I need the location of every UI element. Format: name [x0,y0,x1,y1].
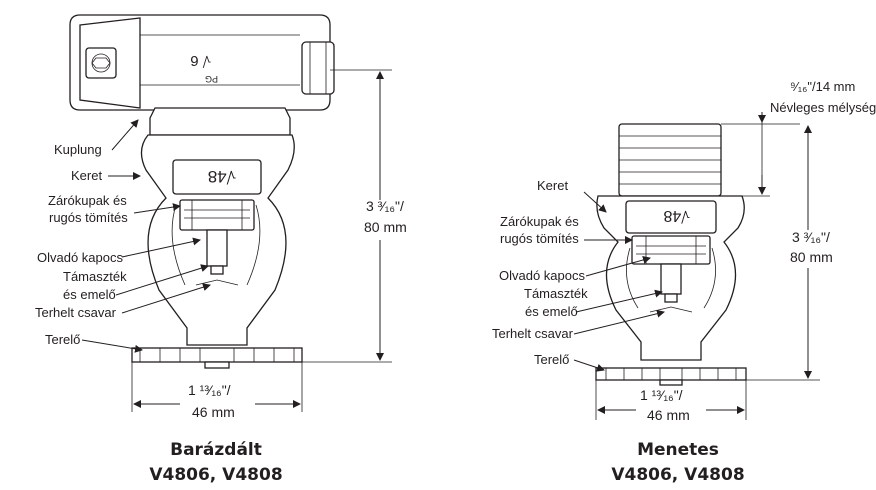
label-kuplung: Kuplung [54,142,102,157]
caption-threaded-title: Menetes [637,440,719,460]
threaded-height-dim-line2: 80 mm [790,249,833,265]
threaded-labels: Keret Zárókupak és rugós tömítés Olvadó … [492,178,665,372]
threaded-width-dim-line2: 46 mm [647,407,690,423]
threaded-height-dimension: 3 ³⁄₁₆"/ 80 mm [746,125,833,381]
threaded-height-dim-line1: 3 ³⁄₁₆"/ [792,229,830,245]
label-tamasztek-2-threaded: és emelő [525,304,578,319]
label-zarokupak-2-threaded: rugós tömítés [500,231,579,246]
threaded-depth-dimension: ⁹⁄₁₆"/14 mm Névleges mélység [721,79,876,197]
grooved-labels: Kuplung Keret Zárókupak és rugós tömítés… [35,119,211,353]
caption-threaded-models: V4806, V4808 [611,465,744,485]
caption-grooved-title: Barázdált [170,440,262,460]
label-tamasztek-1-threaded: Támaszték [524,286,588,301]
threaded-width-dimension: 1 ¹³⁄₁₆"/ 46 mm [595,380,747,423]
label-terhelt-threaded: Terhelt csavar [492,326,574,341]
label-zarokupak-1: Zárókupak és [48,193,127,208]
label-zarokupak-2: rugós tömítés [49,210,128,225]
grooved-coupling: √ 6 PG [69,14,335,136]
label-olvado-threaded: Olvadó kapocs [499,268,585,283]
caption-grooved-models: V4806, V4808 [149,465,282,485]
grooved-height-dimension: 3 ³⁄₁₆"/ 80 mm [302,69,407,363]
width-dim-line2: 46 mm [192,404,235,420]
depth-dim-line1: ⁹⁄₁₆"/14 mm [790,79,855,94]
label-terhelt: Terhelt csavar [35,305,117,320]
width-dim-line1: 1 ¹³⁄₁₆"/ [188,382,231,398]
label-keret-threaded: Keret [537,178,568,193]
threaded-body: √48 [596,123,745,361]
coupling-pg: PG [205,74,218,84]
grooved-frame: √48 [140,134,295,346]
frame-mark: √48 [208,167,236,186]
coupling-mark: √ 6 [190,52,211,69]
label-terelo: Terelő [45,332,80,347]
grooved-width-dimension: 1 ¹³⁄₁₆"/ 46 mm [131,362,303,420]
threaded-frame-mark: √48 [663,207,690,224]
label-terelo-threaded: Terelő [534,352,569,367]
label-tamasztek-2: és emelő [63,287,116,302]
threaded-width-dim-line1: 1 ¹³⁄₁₆"/ [640,387,683,403]
label-keret: Keret [71,168,102,183]
grooved-deflector [131,347,303,369]
threaded-deflector [595,367,747,386]
height-dim-line2: 80 mm [364,219,407,235]
depth-dim-line2: Névleges mélység [770,100,876,115]
height-dim-line1: 3 ³⁄₁₆"/ [366,198,404,214]
label-zarokupak-1-threaded: Zárókupak és [500,214,579,229]
label-tamasztek-1: Támaszték [63,269,127,284]
label-olvado: Olvadó kapocs [37,250,123,265]
